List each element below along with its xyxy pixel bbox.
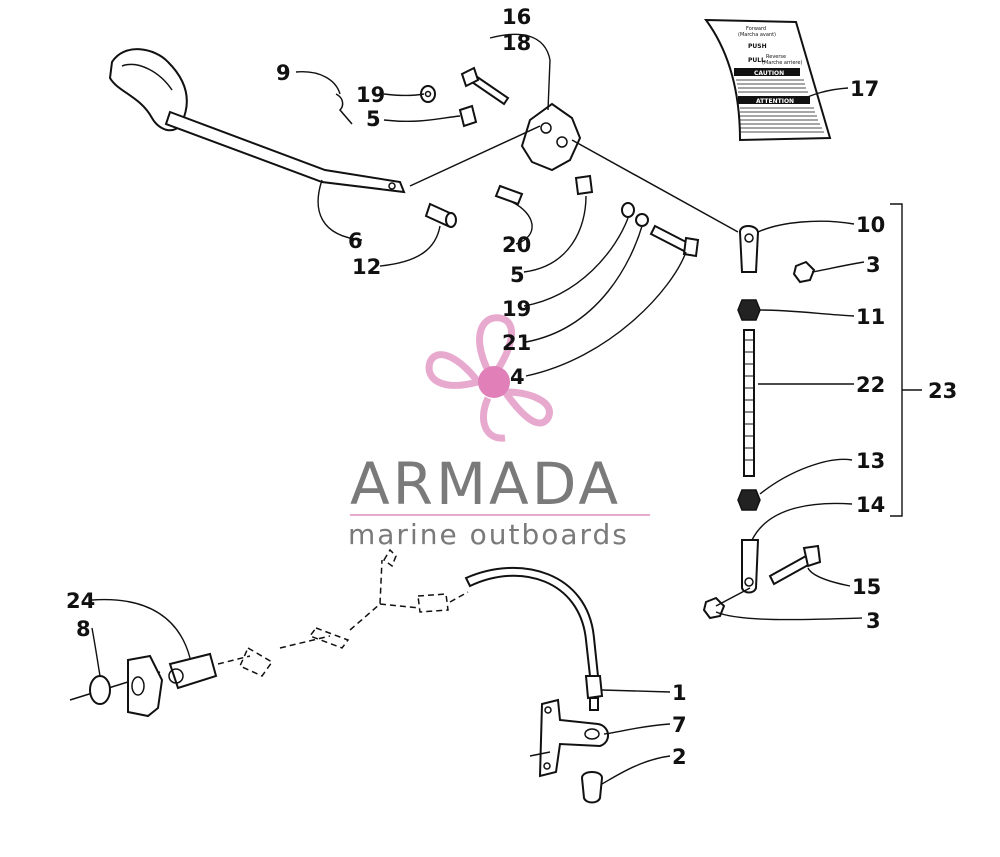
pivot-bracket-18 [520, 102, 582, 172]
leader-lines [91, 33, 865, 785]
callout-8: 8 [76, 617, 91, 641]
rod-end-14 [741, 539, 760, 594]
bushing-5-upper [458, 104, 478, 128]
nut-3-lower [702, 596, 726, 620]
callout-12: 12 [352, 255, 381, 279]
decal-push: PUSH [748, 43, 767, 50]
callout-16: 16 [502, 5, 531, 29]
callout-23: 23 [928, 379, 957, 403]
callout-19-lower: 19 [502, 297, 531, 321]
nut-11 [737, 299, 761, 321]
shift-lever-assembly [108, 48, 457, 228]
decal-forward-sub: (Marcha avant) [738, 32, 776, 38]
callout-18: 18 [502, 31, 531, 55]
propeller-logo [425, 314, 553, 442]
decal-reverse-sub: (Marche arriere) [762, 60, 802, 66]
callout-3-lower: 3 [866, 609, 881, 633]
callout-2: 2 [672, 745, 687, 769]
bushing-2 [580, 771, 604, 804]
decal-caution: CAUTION [754, 70, 784, 77]
cotter-pin-9 [335, 93, 353, 125]
callout-4: 4 [510, 365, 525, 389]
nut-3-upper [792, 260, 816, 284]
callout-21: 21 [502, 331, 531, 355]
callout-3-upper: 3 [866, 253, 881, 277]
rod-end-10 [738, 225, 760, 273]
callout-20: 20 [502, 233, 531, 257]
cable-bracket-7 [538, 698, 609, 778]
bushing-5-lower [574, 174, 594, 196]
switch-plate [127, 654, 164, 718]
pivot-bracket-group [409, 66, 739, 258]
shift-cable [464, 566, 600, 677]
callout-11: 11 [856, 305, 885, 329]
callout-17: 17 [850, 77, 879, 101]
callout-13: 13 [856, 449, 885, 473]
nut-13 [737, 489, 761, 511]
decal-reverse: Reverse [766, 54, 786, 60]
pin-20 [494, 184, 524, 206]
decal-forward: Forward [746, 26, 766, 32]
shift-decal-17: Forward (Marcha avant) PUSH PULL Reverse… [703, 18, 832, 142]
callout-7: 7 [672, 713, 687, 737]
callout-22: 22 [856, 373, 885, 397]
lock-washer-21 [635, 213, 649, 227]
callout-6: 6 [348, 229, 363, 253]
linkage-rod-assembly [702, 203, 922, 620]
callout-15: 15 [852, 575, 881, 599]
armada-watermark: ARMADA marine outboards [348, 314, 650, 551]
decal-attention: ATTENTION [756, 98, 794, 105]
callout-14: 14 [856, 493, 885, 517]
watermark-tagline: marine outboards [348, 518, 629, 551]
watermark-brand: ARMADA [350, 450, 621, 518]
callout-1: 1 [672, 681, 687, 705]
callout-9: 9 [276, 61, 291, 85]
nut-8 [89, 675, 111, 705]
callout-19-upper: 19 [356, 83, 385, 107]
lever-arm [164, 110, 406, 194]
neutral-switch-harness [69, 548, 609, 804]
callout-5-lower: 5 [510, 263, 525, 287]
bolt-15 [768, 554, 812, 586]
callout-10: 10 [856, 213, 885, 237]
callout-24: 24 [66, 589, 95, 613]
washer-19-lower [621, 202, 635, 218]
callout-labels: 16 18 9 19 5 17 10 3 11 22 23 13 14 15 3… [66, 5, 957, 769]
wire-harness [217, 548, 469, 677]
cable-end-1 [584, 675, 604, 700]
threaded-rod-22 [743, 329, 755, 477]
decal-pull: PULL [748, 57, 765, 64]
callout-5-upper: 5 [366, 107, 381, 131]
